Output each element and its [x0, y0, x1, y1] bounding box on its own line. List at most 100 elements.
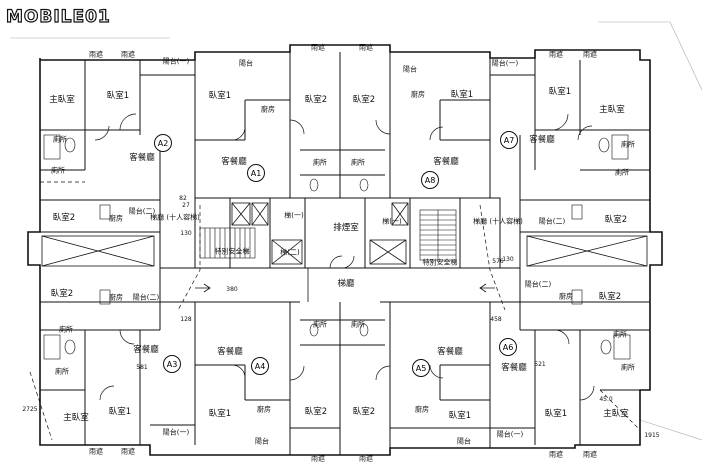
dim-380: 380: [226, 286, 238, 293]
label-balcony-two: 陽台(二): [128, 207, 156, 216]
label-kitchen: 廚房: [411, 90, 425, 99]
label-special-stair: 特別安全梯: [214, 247, 250, 256]
dim-27: 27: [182, 202, 190, 209]
unit-marker-a2: A2: [154, 134, 172, 152]
label-balcony-one: 陽台(一): [162, 428, 190, 437]
label-bedroom1: 臥室1: [108, 406, 132, 417]
label-bathroom: 廁所: [53, 135, 67, 144]
dim-130: 130: [180, 230, 192, 237]
label-elevator-one: 梯(一): [284, 211, 304, 220]
label-bedroom1: 臥室1: [450, 89, 474, 100]
dim-581: 581: [136, 364, 148, 371]
label-bedroom1: 臥室1: [106, 90, 130, 101]
label-master-bedroom: 主臥室: [49, 94, 75, 105]
label-master-bedroom: 主臥室: [599, 104, 625, 115]
label-rain-shelter: 雨遮: [583, 450, 597, 459]
unit-marker-a3: A3: [163, 355, 181, 373]
label-bedroom2: 臥室2: [352, 94, 376, 105]
label-bedroom2: 臥室2: [304, 94, 328, 105]
label-rain-shelter: 雨遮: [359, 43, 373, 52]
unit-marker-a7: A7: [500, 131, 518, 149]
label-balcony: 陽台: [255, 437, 269, 446]
label-living-dining: 客餐廳: [221, 156, 247, 167]
label-elevator-one: 梯(一): [382, 217, 402, 226]
label-balcony: 陽台: [403, 65, 417, 74]
label-special-stair: 特別安全梯: [422, 258, 458, 267]
label-balcony-two: 陽台(二): [538, 217, 566, 226]
label-bedroom1: 臥室1: [448, 410, 472, 421]
unit-marker-a4: A4: [251, 357, 269, 375]
label-living-dining: 客餐廳: [433, 156, 459, 167]
dim-4550: 45.0: [599, 396, 613, 403]
dim-1915: 1915: [644, 432, 660, 439]
logo-text: MOBILE01: [5, 6, 111, 27]
label-bedroom2: 臥室2: [52, 212, 76, 223]
unit-marker-a8: A8: [421, 171, 439, 189]
label-living-dining: 客餐廳: [501, 362, 527, 373]
label-kitchen: 廚房: [257, 405, 271, 414]
label-bathroom: 廁所: [351, 320, 365, 329]
label-kitchen: 廚房: [415, 405, 429, 414]
label-balcony-one: 陽台(一): [496, 430, 524, 439]
label-balcony-one: 陽台(一): [162, 57, 190, 66]
boundary-dashes: [29, 181, 641, 441]
label-bedroom1: 臥室1: [208, 408, 232, 419]
bathroom-fixtures: [43, 134, 631, 360]
site-boundary: [10, 21, 702, 441]
dim-576: 576: [492, 258, 504, 265]
label-living-dining: 客餐廳: [129, 152, 155, 163]
outer-walls: [27, 44, 663, 456]
internal-walls: [40, 52, 650, 455]
label-rain-shelter: 雨遮: [311, 43, 325, 52]
unit-marker-a6: A6: [499, 338, 517, 356]
label-balcony-two: 陽台(二): [524, 280, 552, 289]
label-balcony: 陽台: [239, 59, 253, 68]
dim-521: 521: [534, 361, 546, 368]
label-bathroom: 廁所: [615, 168, 629, 177]
label-rain-shelter: 雨遮: [549, 50, 563, 59]
label-living-dining: 客餐廳: [133, 344, 159, 355]
label-bathroom: 廁所: [51, 166, 65, 175]
shaft-zones: [41, 235, 648, 267]
label-elevator-two: 梯(二): [280, 248, 300, 257]
label-balcony: 陽台: [457, 437, 471, 446]
label-bedroom2: 臥室2: [352, 406, 376, 417]
label-bathroom: 廁所: [351, 158, 365, 167]
label-stair-lobby: 梯廳 (十人容梯): [473, 217, 523, 226]
label-bedroom2: 臥室2: [304, 406, 328, 417]
label-rain-shelter: 雨遮: [121, 447, 135, 456]
label-rain-shelter: 雨遮: [549, 450, 563, 459]
mobile01-logo: MOBILE01: [5, 6, 111, 28]
label-bathroom: 廁所: [313, 158, 327, 167]
label-rain-shelter: 雨遮: [89, 50, 103, 59]
unit-marker-a1: A1: [247, 164, 265, 182]
label-corridor: 梯廳: [337, 278, 355, 289]
dim-82: 82: [179, 195, 187, 202]
label-master-bedroom: 主臥室: [603, 408, 629, 419]
label-bathroom: 廁所: [621, 140, 635, 149]
label-rain-shelter: 雨遮: [311, 454, 325, 463]
label-bedroom1: 臥室1: [208, 90, 232, 101]
label-kitchen: 廚房: [261, 105, 275, 114]
dim-128: 128: [180, 316, 192, 323]
label-bathroom: 廁所: [59, 325, 73, 334]
label-bathroom: 廁所: [621, 363, 635, 372]
label-bathroom: 廁所: [313, 320, 327, 329]
label-living-dining: 客餐廳: [529, 134, 555, 145]
label-kitchen: 廚房: [109, 214, 123, 223]
label-rain-shelter: 雨遮: [583, 50, 597, 59]
label-bedroom2: 臥室2: [50, 288, 74, 299]
label-bedroom1: 臥室1: [544, 408, 568, 419]
label-bathroom: 廁所: [55, 367, 69, 376]
elevator-shafts: [231, 202, 409, 265]
label-bathroom: 廁所: [613, 330, 627, 339]
unit-marker-a5: A5: [412, 359, 430, 377]
label-kitchen: 廚房: [559, 292, 573, 301]
label-bedroom2: 臥室2: [604, 214, 628, 225]
corridor-arrows: [195, 268, 495, 302]
label-rain-shelter: 雨遮: [89, 447, 103, 456]
label-living-dining: 客餐廳: [437, 346, 463, 357]
door-swings: [94, 113, 595, 401]
dim-2725: 2725: [22, 406, 38, 413]
